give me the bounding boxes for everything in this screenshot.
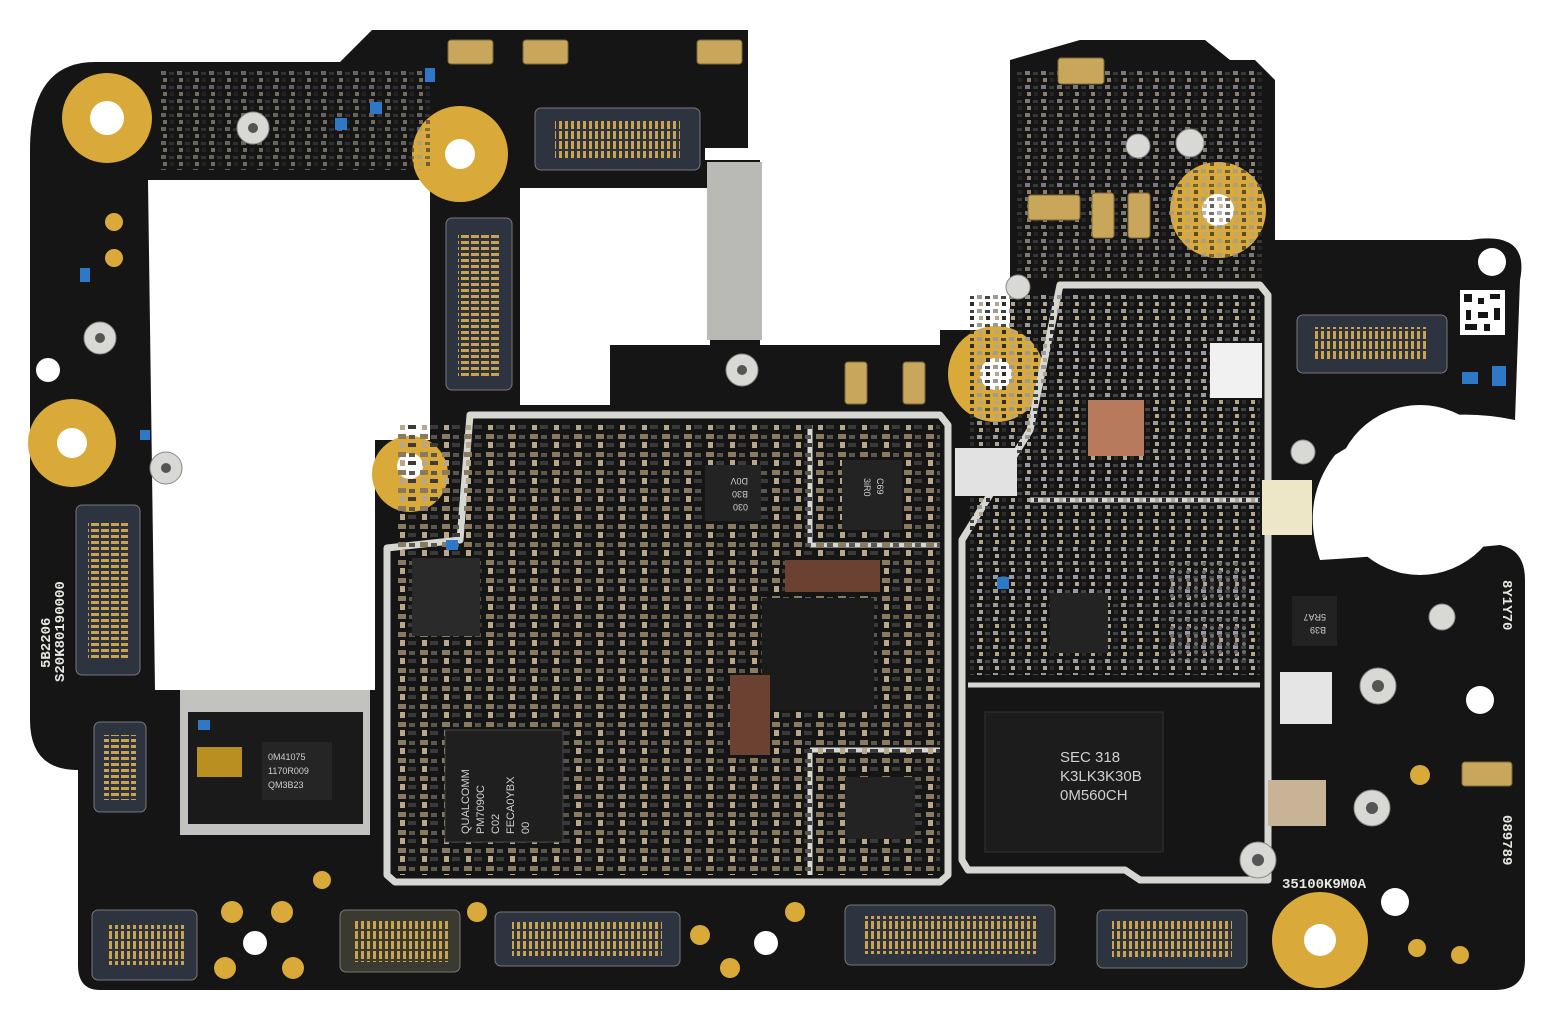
connectors bbox=[75, 107, 1448, 981]
test-points bbox=[105, 213, 1469, 979]
pmic-chip-line2: PM7090C bbox=[475, 785, 487, 834]
bga-pad bbox=[1170, 560, 1250, 660]
pmic-chip bbox=[444, 729, 564, 843]
pmic-chip-line5: 00 bbox=[520, 822, 532, 834]
memory-chip-line3: 0M560CH bbox=[1060, 787, 1128, 804]
blue-caps bbox=[80, 68, 1506, 730]
pmic-chip-line1: QUALCOMM bbox=[460, 769, 472, 834]
chip-small-left bbox=[262, 742, 332, 800]
cutout-right-circle bbox=[1335, 405, 1505, 575]
small-chip-left-line2: 1170R009 bbox=[268, 766, 309, 776]
spring-contacts bbox=[447, 39, 1513, 787]
silk-label-right-top: 8Y1Y70 bbox=[1498, 580, 1514, 630]
small-chip-upper-line1: C69 bbox=[875, 478, 885, 495]
silk-label-left-1: S20K80190000 bbox=[53, 581, 69, 682]
component-field-top-right bbox=[1015, 70, 1265, 280]
memory-chip-line2: K3LK3K30B bbox=[1060, 768, 1142, 785]
chip-upper bbox=[842, 460, 902, 530]
small-chip-upper-line2: 3iR0 bbox=[862, 478, 872, 497]
pmic-chip-line3: C02 bbox=[490, 814, 502, 834]
silk-label-left-2: 5B2206 bbox=[39, 618, 55, 668]
metal-strip bbox=[707, 162, 762, 340]
chips bbox=[197, 343, 1337, 853]
small-chip-left-line3: QM3B23 bbox=[268, 780, 304, 790]
pmic-chip-line4: FECA0YBX bbox=[505, 776, 517, 834]
small-chip-mid-line2: B30 bbox=[732, 489, 748, 499]
qfn-chip-line2: 5RA7 bbox=[1303, 612, 1326, 622]
small-chip-left-line1: 0M41075 bbox=[268, 752, 306, 762]
memory-chip bbox=[984, 711, 1164, 853]
processor-chip bbox=[762, 598, 874, 710]
small-chip-mid-line3: D0V bbox=[730, 476, 748, 486]
small-chip-mid-line1: 030 bbox=[733, 502, 748, 512]
cutout-center bbox=[520, 188, 710, 405]
component-field-top-left bbox=[160, 70, 430, 170]
chip-qfn-right bbox=[1292, 596, 1337, 646]
qfn-chip-line1: B39 bbox=[1310, 625, 1326, 635]
chip-left-square bbox=[412, 558, 480, 636]
silk-label-right-bottom: 089789 bbox=[1498, 815, 1514, 865]
memory-chip-line1: SEC 318 bbox=[1060, 749, 1120, 766]
chip-flash bbox=[1050, 593, 1108, 653]
chip-mid bbox=[705, 465, 761, 521]
cutout-left bbox=[148, 180, 430, 690]
chip-lower bbox=[845, 777, 915, 839]
silk-label-bottom-right: 35100K9M0A bbox=[1282, 877, 1367, 893]
copper-pads bbox=[1088, 400, 1144, 456]
